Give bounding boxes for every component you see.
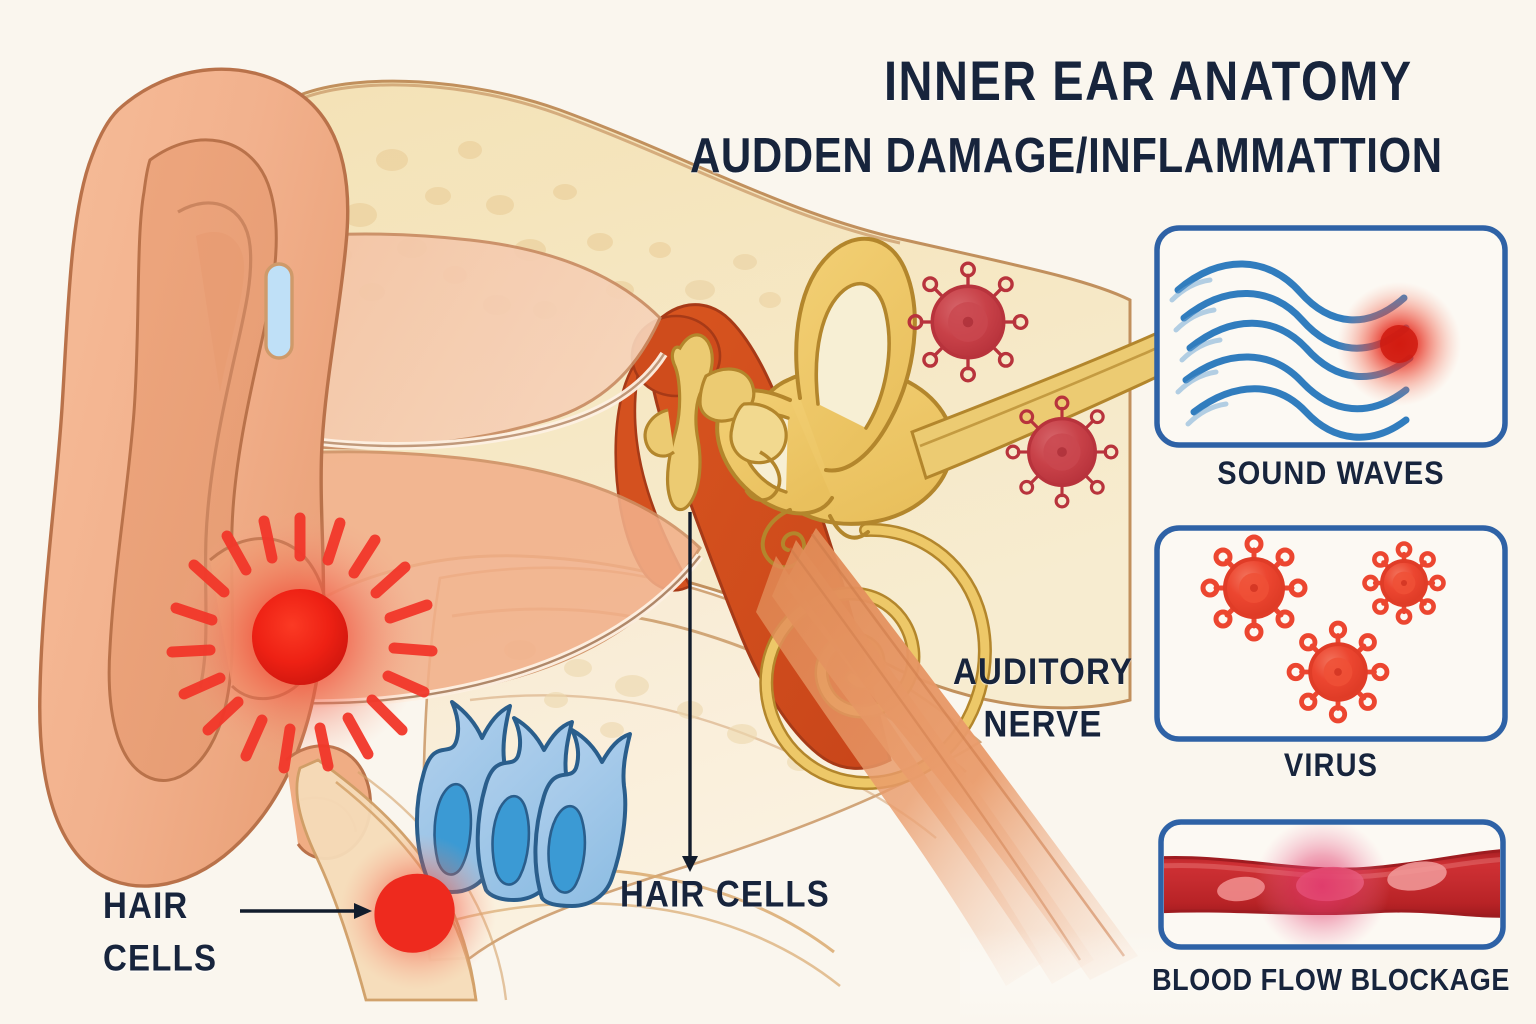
panel-caption-virus: VIRUS [1283, 748, 1379, 784]
panel-virus [1154, 525, 1508, 742]
panel-blood-flow-blockage [1158, 819, 1506, 950]
label-auditory-nerve: AUDITORY NERVE [952, 650, 1134, 745]
panel-caption-sound-waves: SOUND WAVES [1217, 456, 1445, 492]
hair-cell-damage-spot [340, 834, 496, 990]
tympanic-marker [264, 262, 294, 360]
leader-line-hair-cells-center [682, 512, 698, 872]
auditory-nerve-bundle [756, 277, 1380, 1024]
panel-caption-blood-flow: BLOOD FLOW BLOCKAGE [1152, 963, 1510, 997]
label-hair-cells-center: HAIR CELLS [620, 873, 830, 915]
ossicles [643, 333, 788, 512]
virus-particle [907, 261, 1119, 509]
leader-line-hair-cells-left [240, 903, 372, 919]
panel-sound-waves [1154, 225, 1508, 448]
inflammation-burst [166, 510, 438, 774]
page-title: INNER EAR ANATOMY [884, 49, 1413, 112]
page-subtitle: AUDDEN DAMAGE/INFLAMMATTION [690, 127, 1443, 183]
label-hair-cells-left: HAIR CELLS [103, 884, 218, 979]
cochlea-and-vestibular-system [715, 236, 992, 790]
